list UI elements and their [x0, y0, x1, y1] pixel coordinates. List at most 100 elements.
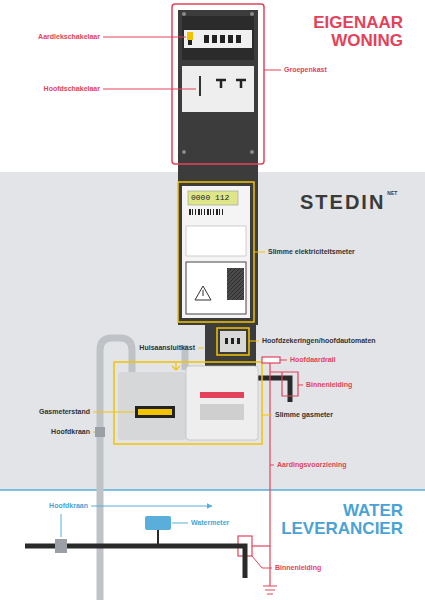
logo-suffix: NET	[387, 191, 397, 196]
water-pipe	[157, 530, 159, 544]
gas-meter-drawing	[138, 409, 172, 415]
water-pipe	[145, 516, 171, 530]
groepenkast-drawing	[188, 40, 192, 45]
groepenkast-drawing	[172, 4, 264, 164]
electricity-meter-drawing	[188, 191, 238, 205]
electricity-meter-drawing	[204, 209, 205, 215]
huisaansluitkast-drawing	[217, 328, 249, 355]
part-label: Gasmeterstand	[39, 408, 90, 415]
leader-lines	[61, 514, 62, 537]
cabinet-backbone	[178, 10, 258, 372]
part-label: Huisaansluitkast	[139, 344, 195, 351]
huisaansluitkast-drawing	[237, 338, 240, 344]
groepenkast-drawing	[184, 30, 252, 48]
leader-lines	[249, 341, 259, 342]
huisaansluitkast-drawing	[225, 338, 228, 344]
leader-lines	[280, 360, 287, 361]
part-label: Binnenleiding	[306, 381, 352, 388]
meter-reading: 0000 112	[191, 194, 229, 202]
gas-meter-drawing	[186, 366, 258, 440]
logo-text: STEDIN	[300, 192, 385, 213]
groepenkast-drawing	[228, 35, 233, 43]
groepenkast-drawing	[250, 12, 254, 16]
cabinet-backbone	[205, 322, 256, 372]
part-label: Hoofdkraan	[51, 428, 90, 435]
electricity-meter-drawing	[195, 286, 211, 300]
part-label: Slimme gasmeter	[275, 411, 333, 418]
groepenkast-drawing	[204, 35, 209, 43]
electricity-meter-drawing	[198, 209, 200, 215]
electricity-meter-drawing	[186, 226, 246, 256]
gas-meter-drawing	[118, 372, 186, 440]
leader-lines	[262, 415, 272, 416]
water-pipe	[25, 516, 245, 578]
leader-lines	[91, 506, 212, 507]
leader-lines	[103, 89, 196, 90]
part-label: Hoofdkraan	[49, 502, 88, 509]
groepenkast-drawing	[172, 4, 264, 164]
leader-lines	[198, 348, 204, 349]
leader-lines	[270, 465, 274, 466]
earthing-wire	[263, 586, 277, 594]
gas-meter-drawing	[114, 362, 262, 444]
water-pipe	[55, 539, 67, 553]
part-label: Hoofdschakelaar	[44, 85, 100, 92]
groepenkast-drawing	[187, 32, 193, 40]
electricity-meter-drawing	[201, 209, 202, 215]
groepenkast-drawing	[204, 35, 241, 43]
part-label: Hoofdaardrail	[290, 356, 336, 363]
part-label: Watermeter	[191, 519, 229, 526]
groepenkast-drawing	[182, 12, 186, 16]
gas-meter-drawing	[135, 406, 175, 418]
groepenkast-drawing	[250, 150, 254, 154]
groepenkast-drawing	[199, 76, 201, 96]
electricity-meter-drawing	[213, 209, 214, 215]
gas-meter-drawing	[172, 362, 180, 370]
leader-lines	[298, 385, 303, 386]
electricity-meter-drawing	[219, 209, 220, 215]
gas-meter-drawing	[200, 392, 244, 398]
part-label: Groepenkast	[284, 66, 327, 73]
groepenkast-drawing	[216, 80, 246, 88]
electricity-meter-drawing	[195, 209, 196, 215]
electricity-meter-drawing	[182, 186, 250, 318]
leader-lines	[103, 37, 186, 38]
electricity-meter-drawing	[189, 209, 191, 215]
earthing-wire	[262, 357, 280, 363]
leader-lines	[252, 556, 272, 568]
earthing-wire	[252, 545, 270, 546]
electricity-meter-drawing	[178, 182, 254, 322]
electricity-meter-drawing	[216, 209, 218, 215]
gas-meter-drawing	[200, 404, 244, 420]
huisaansluitkast-drawing	[231, 338, 234, 344]
leader-lines	[254, 252, 265, 253]
electricity-meter-drawing	[210, 209, 211, 215]
part-label: Hoofdzekeringen/hoofdautomaten	[262, 337, 376, 344]
leader-lines	[93, 432, 95, 433]
band-grounds	[0, 490, 425, 600]
band-grounds	[0, 172, 425, 490]
earthing-wire	[270, 372, 298, 396]
leader-lines	[172, 523, 188, 524]
band-title: EIGENAAR WONING	[278, 14, 403, 50]
electricity-meter-drawing	[192, 209, 193, 215]
groepenkast-drawing	[182, 16, 254, 60]
electricity-meter-drawing	[203, 290, 204, 296]
leader-lines	[93, 412, 135, 413]
gas-pipe	[95, 338, 185, 600]
leader-lines	[264, 70, 281, 71]
groepenkast-drawing	[182, 150, 186, 154]
grid-operator-band: STEDINNET	[0, 172, 425, 490]
groepenkast-drawing	[236, 35, 241, 43]
gas-pipe	[95, 427, 105, 437]
huisaansluitkast-drawing	[220, 331, 246, 352]
part-label: Aardingsvoorziening	[277, 461, 347, 468]
electricity-meter-drawing	[178, 182, 254, 322]
part-label: Slimme elektriciteitsmeter	[268, 248, 355, 255]
part-label: Aardlekschakelaar	[38, 33, 100, 40]
groepenkast-drawing	[220, 35, 225, 43]
earthing-wire	[269, 363, 270, 586]
electricity-meter-drawing	[227, 268, 244, 300]
